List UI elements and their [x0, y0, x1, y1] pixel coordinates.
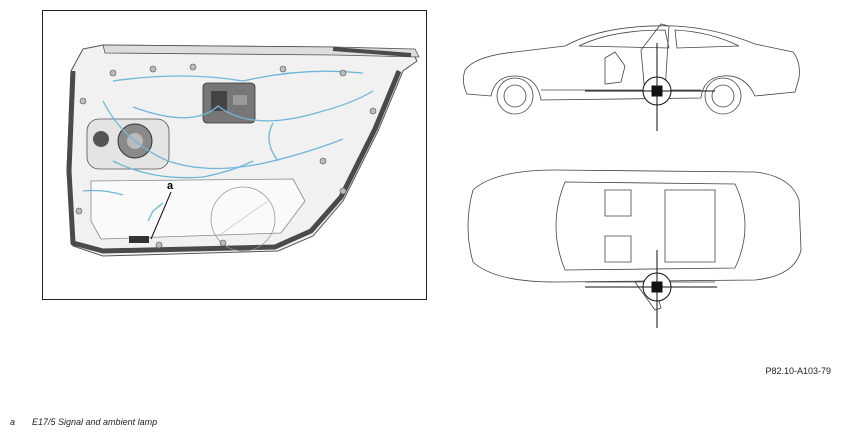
car-side-window [578, 29, 670, 49]
callout-letter: a [167, 180, 174, 192]
wiring-harness [82, 70, 374, 222]
rear-wheel [704, 77, 742, 115]
door-seal [66, 70, 402, 254]
lower-trim-area [90, 178, 306, 240]
car-side-window-rear [674, 29, 740, 49]
car-top-rear-seats [664, 189, 716, 263]
legend-text: E17/5 Signal and ambient lamp [32, 417, 158, 427]
front-wheel [496, 77, 534, 115]
car-side-body [463, 25, 800, 101]
signal-ambient-lamp [129, 236, 149, 243]
car-top-body [467, 169, 802, 283]
panel-fasteners [75, 63, 377, 249]
legend-key: a [10, 417, 16, 427]
rear-wheel-hub [711, 84, 735, 108]
front-wheel-hub [503, 84, 527, 108]
door-panel-illustration: a [66, 44, 420, 257]
lower-speaker-ring [210, 186, 276, 252]
car-top-roof [555, 181, 746, 271]
speaker-assembly [86, 118, 170, 170]
reference-code: P82.10-A103-79 [765, 366, 831, 376]
side-locator-square-icon [651, 85, 663, 97]
car-side-seats [604, 51, 626, 85]
legend-item-a: a E17/5 Signal and ambient lamp [10, 417, 157, 427]
car-top-front-seats [604, 189, 632, 263]
side-crosshair-target-icon [585, 43, 715, 131]
car-side-view [463, 23, 800, 131]
door-panel-detail: a [42, 10, 427, 300]
top-crosshair-target-icon [585, 250, 717, 328]
top-locator-square-icon [651, 281, 663, 293]
car-top-view [467, 169, 802, 328]
callout-leader-line [150, 191, 172, 240]
door-lock-module [202, 82, 256, 124]
lower-speaker-line [217, 200, 269, 237]
door-seal-upper [332, 47, 412, 57]
